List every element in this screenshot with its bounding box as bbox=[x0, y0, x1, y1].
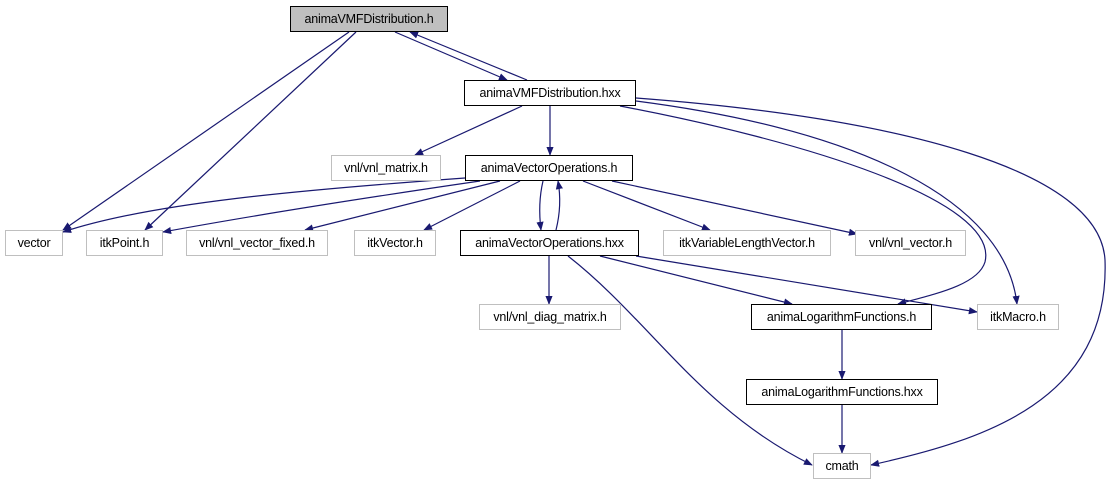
edge-vecops-h-to-itkpoint bbox=[162, 180, 481, 235]
edge-vecops-hxx-to-itkmacro bbox=[635, 255, 978, 315]
edge-vecops-h-to-vnl-vector-fixed bbox=[304, 180, 501, 232]
node-anima-vector-operations-hxx[interactable]: animaVectorOperations.hxx bbox=[460, 230, 639, 256]
edge-vmf-h-to-itkpoint bbox=[144, 31, 357, 231]
edge-vmf-hxx-to-vnl-matrix bbox=[414, 105, 523, 156]
edge-vmf-hxx-to-cmath bbox=[635, 97, 1106, 467]
node-anima-logarithm-functions-hxx[interactable]: animaLogarithmFunctions.hxx bbox=[746, 379, 938, 405]
node-vector: vector bbox=[5, 230, 63, 256]
edge-vecops-h-to-itkvlv bbox=[582, 180, 711, 231]
edge-vecops-h-to-itkvector bbox=[423, 180, 521, 231]
node-anima-vector-operations-h[interactable]: animaVectorOperations.h bbox=[465, 155, 633, 181]
node-anima-vmf-distribution-hxx[interactable]: animaVMFDistribution.hxx bbox=[464, 80, 636, 106]
node-vnl-vector-fixed-h: vnl/vnl_vector_fixed.h bbox=[186, 230, 328, 256]
edge-vecops-hxx-to-log-h bbox=[599, 255, 793, 306]
edge-vmf-hxx-to-vmf-h bbox=[409, 31, 528, 81]
node-itk-macro-h: itkMacro.h bbox=[977, 304, 1059, 330]
edge-vmf-h-to-vector bbox=[62, 31, 350, 231]
node-anima-logarithm-functions-h[interactable]: animaLogarithmFunctions.h bbox=[751, 304, 932, 330]
node-vnl-vector-h: vnl/vnl_vector.h bbox=[855, 230, 966, 256]
edge-vmf-h-to-vmf-hxx bbox=[394, 31, 508, 81]
edge-vecops-hxx-to-cmath bbox=[567, 255, 813, 466]
node-itk-variable-length-vector-h: itkVariableLengthVector.h bbox=[663, 230, 831, 256]
node-itk-point-h: itkPoint.h bbox=[86, 230, 163, 256]
node-itk-vector-h: itkVector.h bbox=[354, 230, 436, 256]
node-cmath: cmath bbox=[813, 453, 871, 479]
edge-vecops-h-to-vnl-vector bbox=[611, 180, 858, 236]
edge-vmf-hxx-to-itkmacro bbox=[635, 100, 1020, 305]
edge-vecops-hxx-to-vecops-h bbox=[555, 180, 563, 231]
node-anima-vmf-distribution-h[interactable]: animaVMFDistribution.h bbox=[290, 6, 448, 32]
edge-vecops-h-to-vecops-hxx bbox=[536, 180, 544, 231]
edge-vecops-h-to-vector bbox=[62, 177, 466, 233]
edge-vmf-hxx-to-log-h bbox=[619, 105, 987, 306]
node-vnl-matrix-h: vnl/vnl_matrix.h bbox=[331, 155, 441, 181]
node-vnl-diag-matrix-h: vnl/vnl_diag_matrix.h bbox=[479, 304, 621, 330]
